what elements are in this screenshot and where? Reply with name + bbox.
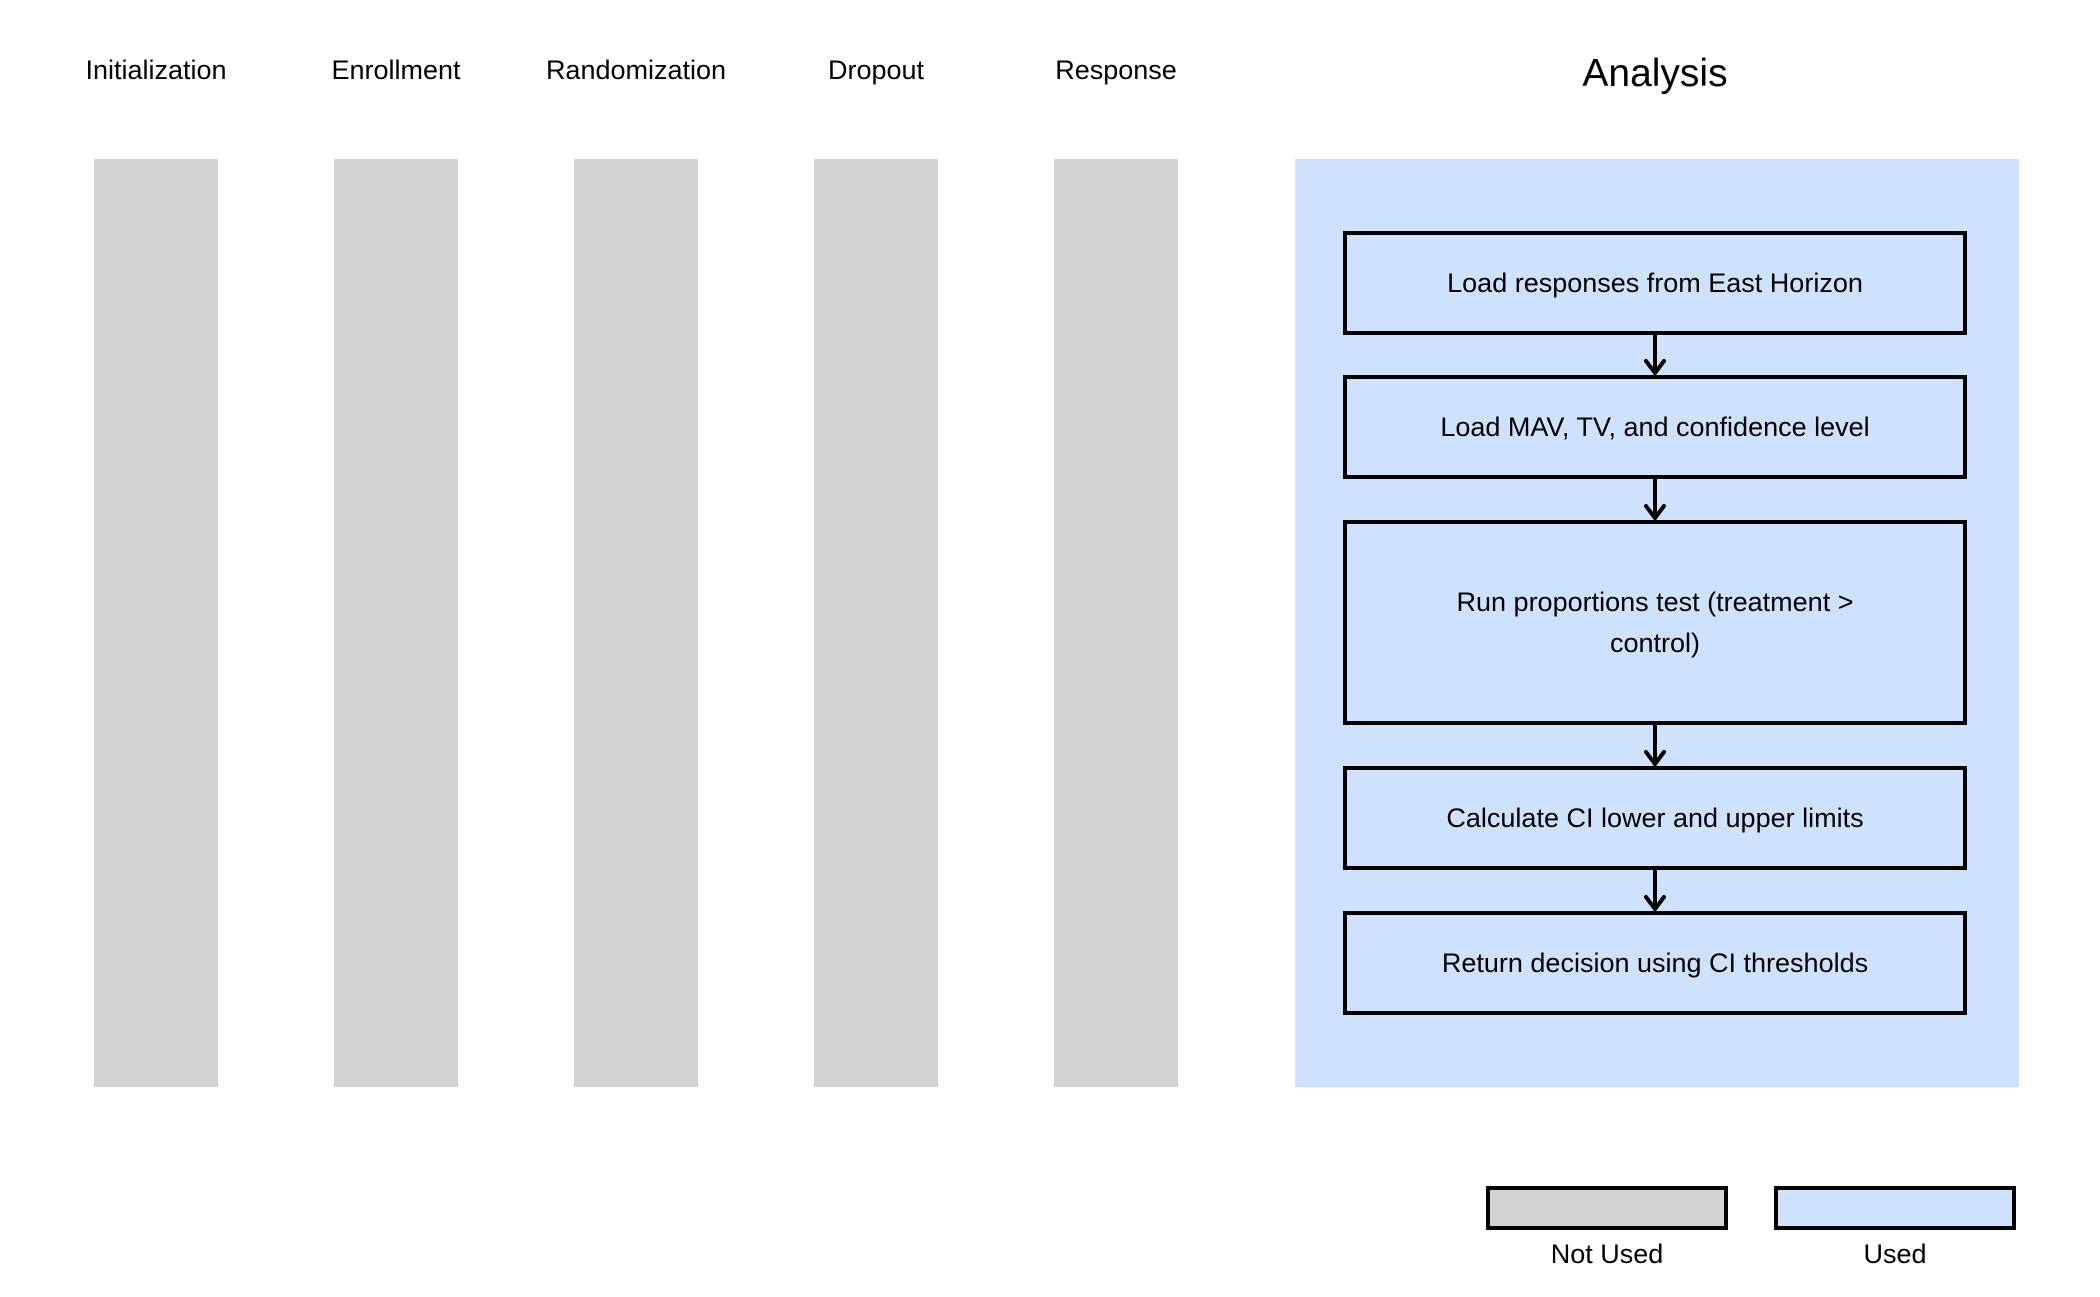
- stage-label-initialization: Initialization: [85, 55, 227, 85]
- step-run-proportions-test-label: Run proportions test (treatment > contro…: [1456, 586, 1854, 658]
- stage-label-dropout: Dropout: [827, 55, 925, 85]
- stage-column-enrollment: [334, 159, 458, 1087]
- step-load-responses-label: Load responses from East Horizon: [1447, 267, 1863, 298]
- step-calculate-ci-label: Calculate CI lower and upper limits: [1446, 802, 1864, 833]
- stage-label-response: Response: [1055, 55, 1177, 85]
- step-load-mav-tv: Load MAV, TV, and confidence level: [1343, 375, 1967, 479]
- analysis-title: Analysis: [1582, 52, 1728, 95]
- legend-label-not-used: Not Used: [1550, 1239, 1664, 1269]
- legend-swatch-used: [1774, 1186, 2016, 1230]
- step-return-decision: Return decision using CI thresholds: [1343, 911, 1967, 1015]
- stage-column-response: [1054, 159, 1178, 1087]
- step-load-responses: Load responses from East Horizon: [1343, 231, 1967, 335]
- stage-column-initialization: [94, 159, 218, 1087]
- step-return-decision-label: Return decision using CI thresholds: [1441, 947, 1869, 978]
- step-calculate-ci: Calculate CI lower and upper limits: [1343, 766, 1967, 870]
- stage-label-enrollment: Enrollment: [331, 55, 461, 85]
- stage-column-randomization: [574, 159, 698, 1087]
- step-load-mav-tv-label: Load MAV, TV, and confidence level: [1440, 411, 1870, 442]
- legend-swatch-not-used: [1486, 1186, 1728, 1230]
- step-run-proportions-test: Run proportions test (treatment > contro…: [1343, 520, 1967, 725]
- stage-label-randomization: Randomization: [545, 55, 727, 85]
- legend-label-used: Used: [1863, 1239, 1927, 1269]
- stage-column-dropout: [814, 159, 938, 1087]
